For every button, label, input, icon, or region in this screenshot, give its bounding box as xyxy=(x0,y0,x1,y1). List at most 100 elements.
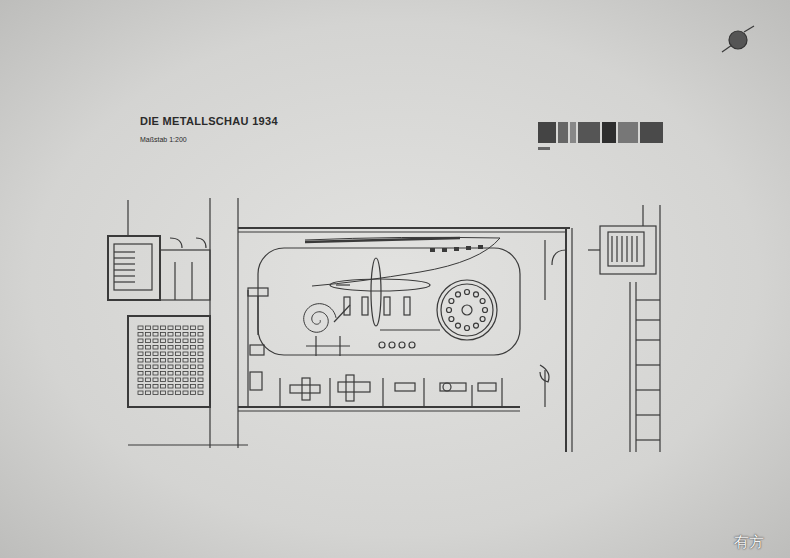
seat xyxy=(198,359,203,363)
walls xyxy=(128,198,572,452)
seat xyxy=(168,359,173,363)
seat xyxy=(168,346,173,350)
display-post xyxy=(480,299,485,304)
display-post xyxy=(474,323,479,328)
partition xyxy=(636,414,660,415)
seat xyxy=(191,378,196,382)
seat xyxy=(198,352,203,356)
seat xyxy=(161,372,166,376)
seat xyxy=(146,372,151,376)
partition xyxy=(636,364,660,365)
seat xyxy=(183,339,188,343)
seat xyxy=(183,372,188,376)
seat xyxy=(161,378,166,382)
seat xyxy=(191,359,196,363)
seat xyxy=(138,378,143,382)
seat xyxy=(153,352,158,356)
seat xyxy=(153,339,158,343)
seat xyxy=(176,333,181,337)
seat xyxy=(191,391,196,395)
seat xyxy=(138,333,143,337)
display-post xyxy=(474,292,479,297)
symbol xyxy=(722,26,754,52)
seat xyxy=(161,339,166,343)
seat xyxy=(161,359,166,363)
seat xyxy=(161,365,166,369)
seat xyxy=(198,333,203,337)
seat xyxy=(168,352,173,356)
seat xyxy=(191,365,196,369)
seat xyxy=(153,372,158,376)
seat xyxy=(138,346,143,350)
seat xyxy=(176,352,181,356)
seat xyxy=(183,365,188,369)
seat xyxy=(153,359,158,363)
seat xyxy=(198,346,203,350)
seat xyxy=(168,339,173,343)
seat xyxy=(153,333,158,337)
seat xyxy=(146,385,151,389)
partition xyxy=(636,389,660,390)
partition xyxy=(636,299,660,300)
seat xyxy=(138,359,143,363)
seat xyxy=(168,378,173,382)
auditorium xyxy=(128,316,210,407)
partition xyxy=(636,319,660,320)
seat xyxy=(161,391,166,395)
scale-note: Maßstab 1:200 xyxy=(140,136,187,143)
seat xyxy=(153,365,158,369)
seat xyxy=(161,346,166,350)
display-post xyxy=(456,292,461,297)
seat xyxy=(176,346,181,350)
seat xyxy=(183,352,188,356)
seat xyxy=(168,365,173,369)
watermark: 有方 xyxy=(734,533,764,552)
seat xyxy=(138,365,143,369)
seat xyxy=(198,326,203,330)
seat xyxy=(138,339,143,343)
seat xyxy=(168,385,173,389)
partition xyxy=(636,339,660,340)
seat xyxy=(198,372,203,376)
seat xyxy=(161,326,166,330)
seat xyxy=(176,326,181,330)
seat xyxy=(183,385,188,389)
seat xyxy=(146,391,151,395)
seat xyxy=(191,352,196,356)
seat xyxy=(146,359,151,363)
seat xyxy=(191,385,196,389)
seat xyxy=(191,372,196,376)
color-bar xyxy=(538,122,663,150)
seat xyxy=(168,333,173,337)
seat xyxy=(191,326,196,330)
seat xyxy=(198,385,203,389)
exhibit-bays xyxy=(248,250,566,407)
seat xyxy=(198,365,203,369)
seat xyxy=(198,339,203,343)
seat xyxy=(198,378,203,382)
seat xyxy=(168,391,173,395)
seat xyxy=(168,326,173,330)
seat xyxy=(176,365,181,369)
seat xyxy=(176,378,181,382)
seat xyxy=(161,333,166,337)
seat xyxy=(191,346,196,350)
display-post xyxy=(449,299,454,304)
seat xyxy=(138,326,143,330)
display-post xyxy=(465,290,470,295)
seat xyxy=(168,372,173,376)
seat xyxy=(153,326,158,330)
seat xyxy=(183,333,188,337)
seat xyxy=(153,346,158,350)
seat xyxy=(183,378,188,382)
seat xyxy=(183,391,188,395)
display-post xyxy=(465,326,470,331)
partition xyxy=(636,439,660,440)
seat xyxy=(153,378,158,382)
seat xyxy=(176,339,181,343)
stair-block xyxy=(108,236,210,300)
seat xyxy=(146,352,151,356)
seat xyxy=(138,385,143,389)
display-post xyxy=(447,308,452,313)
